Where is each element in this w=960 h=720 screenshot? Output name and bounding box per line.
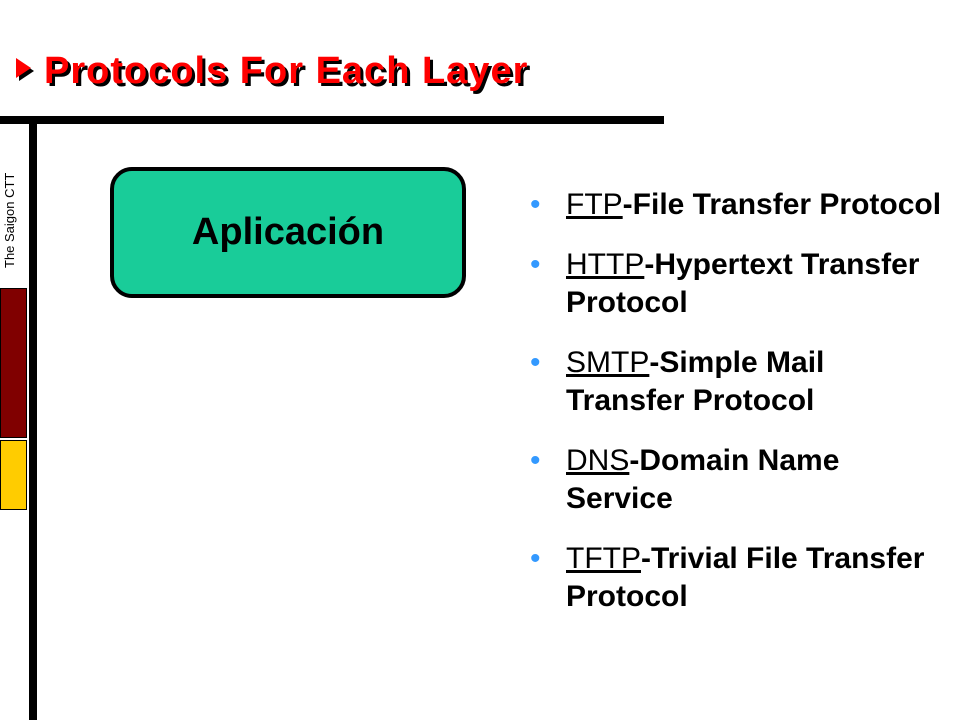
protocol-item: • FTP-File Transfer Protocol (530, 186, 950, 224)
left-vertical-bar (29, 116, 37, 720)
bullet-dot-icon: • (530, 346, 541, 379)
protocol-abbr[interactable]: TFTP (566, 542, 641, 575)
title-divider (0, 116, 664, 124)
bullet-dot-icon: • (530, 188, 541, 221)
protocol-item: • TFTP-Trivial File Transfer Protocol (530, 540, 950, 616)
side-block-yellow (0, 440, 27, 510)
protocol-item: • SMTP-Simple Mail Transfer Protocol (530, 344, 950, 420)
slide-title: Protocols For Each Layer (14, 46, 528, 96)
bullet-dot-icon: • (530, 542, 541, 575)
protocol-item: • HTTP-Hypertext Transfer Protocol (530, 246, 950, 322)
protocol-abbr[interactable]: FTP (566, 188, 623, 221)
protocol-abbr[interactable]: SMTP (566, 346, 650, 379)
triangle-right-icon (16, 58, 34, 81)
protocol-abbr[interactable]: DNS (566, 444, 630, 477)
protocol-desc: -Trivial File Transfer Protocol (566, 542, 925, 613)
bullet-dot-icon: • (530, 248, 541, 281)
bullet-dot-icon: • (530, 444, 541, 477)
protocol-desc: -Simple Mail Transfer Protocol (566, 346, 825, 417)
protocol-desc: -Domain Name Service (566, 444, 840, 515)
side-block-white (0, 124, 29, 288)
brand-text: The Saigon CTT (2, 172, 17, 268)
layer-label: Aplicación (191, 211, 385, 253)
protocol-item: • DNS-Domain Name Service (530, 442, 950, 518)
protocol-abbr[interactable]: HTTP (566, 248, 645, 281)
slide-title-text: Protocols For Each Layer (44, 49, 529, 92)
protocol-desc: -File Transfer Protocol (622, 188, 942, 221)
layer-box: Aplicación (110, 167, 466, 298)
protocol-desc: -Hypertext Transfer Protocol (566, 248, 920, 319)
side-block-red (0, 288, 27, 438)
protocol-list: • FTP-File Transfer Protocol • HTTP-Hype… (530, 186, 950, 638)
